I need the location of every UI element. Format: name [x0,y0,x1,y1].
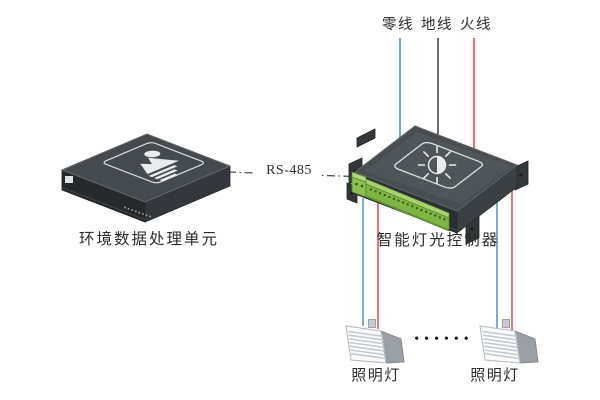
lamp-mount-knob [368,319,376,328]
brightness-icon [417,145,457,185]
rs485-label: RS-485 [256,163,322,179]
controller-label: 智能灯光控制器 [376,232,500,249]
image-icon [102,142,206,184]
io-terminal-strip [365,178,450,232]
env-data-processor-device [61,134,230,223]
lighting-controller-device [347,126,528,245]
controller-lid-frame [392,141,485,189]
terminal-screws [369,188,447,221]
lamp-label-right: 照明灯 [470,368,520,384]
floodlight-lamp-right [479,319,539,364]
lamp-louvers [482,330,520,360]
lamp-mount-knob [502,319,510,328]
wire-label-ground: 地线 [421,17,453,33]
lamp-label-left: 照明灯 [351,368,401,384]
wire-label-live: 火线 [460,17,492,33]
floodlight-lamp-left [345,319,405,364]
lamp-feed-wires [362,187,513,331]
processor-ports [124,206,154,219]
more-lamps-ellipsis: •••••• [414,332,474,347]
rs485-link-line [227,171,354,178]
power-wires [399,38,475,155]
processor-front-edge-line [61,187,146,220]
wire-label-neutral: 零线 [382,17,414,33]
lamp-louvers [348,330,386,360]
processor-power-led [65,176,73,183]
processor-label: 环境数据处理单元 [78,231,219,248]
